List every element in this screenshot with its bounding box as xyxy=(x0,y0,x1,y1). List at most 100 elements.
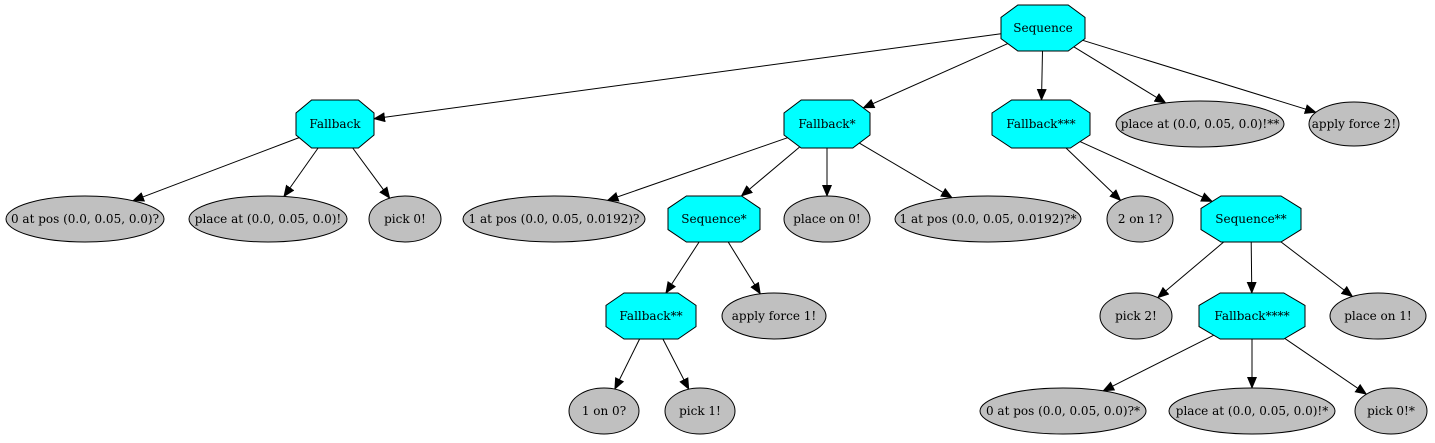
node-fb: Fallback xyxy=(295,99,375,149)
edge-n_fb1-to-n_1atpos_star xyxy=(859,142,953,199)
node-pick1: pick 1! xyxy=(664,387,736,435)
edge-n_fb2-to-n_pick1 xyxy=(662,338,690,391)
node-force1: apply force 1! xyxy=(721,292,827,340)
octagon-node-shape xyxy=(783,99,871,149)
edge-n_fb4-to-n_0atpos_star xyxy=(1102,334,1215,392)
node-label: pick 2! xyxy=(1115,309,1157,323)
ellipse-node-shape xyxy=(1354,387,1428,435)
node-seq1: Sequence* xyxy=(667,195,761,243)
edges-layer xyxy=(132,33,1368,395)
edge-n_seq1-to-n_fb2 xyxy=(665,241,700,294)
node-fb4: Fallback**** xyxy=(1198,292,1306,340)
node-label: 1 at pos (0.0, 0.05, 0.0192)?* xyxy=(900,212,1077,226)
edge-n_fb4-to-n_pick0_star xyxy=(1284,337,1368,395)
ellipse-node-shape xyxy=(368,195,442,243)
ellipse-node-shape xyxy=(1329,292,1427,340)
octagon-node-shape xyxy=(1000,4,1086,52)
node-label: place on 0! xyxy=(793,212,861,226)
edge-n_fb3-to-n_seq2 xyxy=(1079,141,1214,202)
node-label: Sequence* xyxy=(681,212,746,226)
octagon-node-shape xyxy=(605,292,697,340)
node-label: apply force 1! xyxy=(732,309,816,323)
node-label: place at (0.0, 0.05, 0.0)!** xyxy=(1121,117,1279,131)
edge-n_fb-to-n_0atpos xyxy=(132,137,300,202)
node-label: apply force 2! xyxy=(1312,117,1396,131)
node-2on1: 2 on 1? xyxy=(1106,195,1174,243)
node-pick0: pick 0! xyxy=(368,195,442,243)
octagon-node-shape xyxy=(295,99,375,149)
node-label: Fallback xyxy=(309,117,361,131)
node-label: Fallback**** xyxy=(1214,309,1289,323)
edge-n_fb2-to-n_1on0 xyxy=(614,338,641,390)
node-label: 1 on 0? xyxy=(582,404,626,418)
node-placeon0: place on 0! xyxy=(783,195,871,243)
node-label: Fallback*** xyxy=(1006,117,1075,131)
edge-n_seq2-to-n_placeon1 xyxy=(1280,241,1354,298)
node-label: Sequence** xyxy=(1215,212,1286,226)
octagon-node-shape xyxy=(1198,292,1306,340)
ellipse-node-shape xyxy=(462,195,646,243)
node-0atpos: 0 at pos (0.0, 0.05, 0.0)? xyxy=(5,195,165,243)
node-label: pick 1! xyxy=(679,404,721,418)
ellipse-node-shape xyxy=(188,195,348,243)
edge-n_seq2-to-n_fb4 xyxy=(1246,241,1257,294)
node-place-star: place at (0.0, 0.05, 0.0)!* xyxy=(1168,387,1336,435)
edge-n_seq_root-to-n_fb xyxy=(373,33,1002,123)
edge-n_fb1-to-n_seq1 xyxy=(740,146,801,197)
node-1atpos-star: 1 at pos (0.0, 0.05, 0.0192)?* xyxy=(894,195,1082,243)
node-pick2: pick 2! xyxy=(1099,292,1173,340)
ellipse-node-shape xyxy=(783,195,871,243)
edge-n_fb1-to-n_1atpos xyxy=(606,137,788,202)
edge-n_seq_root-to-n_fb3 xyxy=(1036,50,1047,101)
node-0atpos-star: 0 at pos (0.0, 0.05, 0.0)?* xyxy=(979,387,1147,435)
ellipse-node-shape xyxy=(568,387,640,435)
edge-n_seq_root-to-n_force2 xyxy=(1082,39,1317,114)
ellipse-node-shape xyxy=(721,292,827,340)
node-fb2: Fallback** xyxy=(605,292,697,340)
node-label: 0 at pos (0.0, 0.05, 0.0)?* xyxy=(986,404,1140,418)
ellipse-node-shape xyxy=(1308,101,1400,147)
ellipse-node-shape xyxy=(1115,100,1285,148)
ellipse-node-shape xyxy=(1106,195,1174,243)
node-label: 1 at pos (0.0, 0.05, 0.0192)? xyxy=(469,212,640,226)
ellipse-node-shape xyxy=(664,387,736,435)
edge-n_fb-to-n_pick0 xyxy=(352,147,391,200)
node-place-root: place at (0.0, 0.05, 0.0)!** xyxy=(1115,100,1285,148)
node-1atpos: 1 at pos (0.0, 0.05, 0.0192)? xyxy=(462,195,646,243)
node-1on0: 1 on 0? xyxy=(568,387,640,435)
octagon-node-shape xyxy=(667,195,761,243)
node-fb1: Fallback* xyxy=(783,99,871,149)
edge-n_seq1-to-n_force1 xyxy=(727,241,761,295)
node-placeon1: place on 1! xyxy=(1329,292,1427,340)
edge-n_seq_root-to-n_place_root xyxy=(1073,46,1167,104)
node-pick0-star: pick 0!* xyxy=(1354,387,1428,435)
edge-n_fb-to-n_place1 xyxy=(283,147,319,198)
node-label: place at (0.0, 0.05, 0.0)! xyxy=(195,212,341,226)
node-seq2: Sequence** xyxy=(1200,195,1302,243)
ellipse-node-shape xyxy=(894,195,1082,243)
ellipse-node-shape xyxy=(1099,292,1173,340)
node-label: 2 on 1? xyxy=(1118,212,1162,226)
node-fb3: Fallback*** xyxy=(991,99,1091,149)
octagon-node-shape xyxy=(991,99,1091,149)
edge-n_fb3-to-n_2on1 xyxy=(1065,147,1122,202)
ellipse-node-shape xyxy=(1168,387,1336,435)
node-label: place on 1! xyxy=(1344,309,1412,323)
node-label: place at (0.0, 0.05, 0.0)!* xyxy=(1176,404,1328,418)
node-label: 0 at pos (0.0, 0.05, 0.0)? xyxy=(11,212,159,226)
octagon-node-shape xyxy=(1200,195,1302,243)
ellipse-node-shape xyxy=(5,195,165,243)
node-force2: apply force 2! xyxy=(1308,101,1400,147)
node-label: Fallback* xyxy=(798,117,855,131)
node-label: Sequence xyxy=(1013,21,1072,35)
ellipse-node-shape xyxy=(979,387,1147,435)
node-seq-root: Sequence xyxy=(1000,4,1086,52)
node-label: Fallback** xyxy=(619,309,682,323)
edge-n_seq_root-to-n_fb1 xyxy=(862,43,1009,109)
node-label: pick 0! xyxy=(384,212,426,226)
edge-n_seq2-to-n_pick2 xyxy=(1156,241,1225,299)
node-label: pick 0!* xyxy=(1367,404,1415,418)
